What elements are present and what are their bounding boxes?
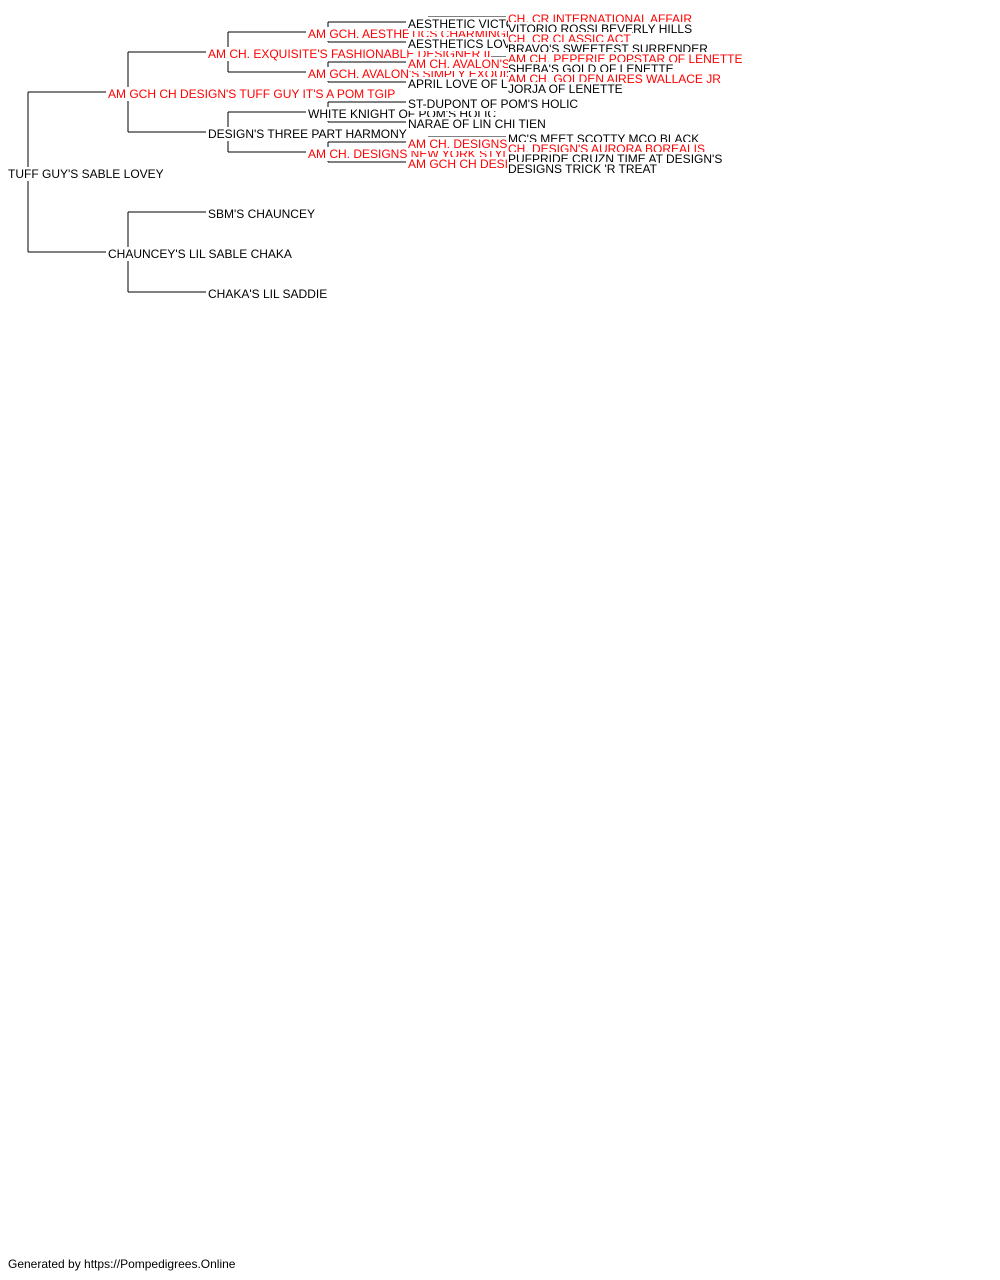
dog-name-gen0: TUFF GUY'S SABLE LOVEY xyxy=(8,167,165,181)
dog-name-gen5: DESIGNS TRICK 'R TREAT xyxy=(508,162,658,176)
dog-name-gen2: CHAKA'S LIL SADDIE xyxy=(208,287,329,301)
dog-name-gen5: JORJA OF LENETTE xyxy=(508,82,624,96)
dog-name-gen4: NARAE OF LIN CHI TIEN xyxy=(408,117,547,131)
dog-name-gen2: SBM'S CHAUNCEY xyxy=(208,207,316,221)
dog-name-gen2: DESIGN'S THREE PART HARMONY xyxy=(208,127,408,141)
dog-name-gen1: CHAUNCEY'S LIL SABLE CHAKA xyxy=(108,247,293,261)
dog-name-gen4: ST-DUPONT OF POM'S HOLIC xyxy=(408,97,580,111)
footer-credit: Generated by https://Pompedigrees.Online xyxy=(8,1257,236,1271)
dog-name-gen1: AM GCH CH DESIGN'S TUFF GUY IT'S A POM T… xyxy=(108,87,397,101)
